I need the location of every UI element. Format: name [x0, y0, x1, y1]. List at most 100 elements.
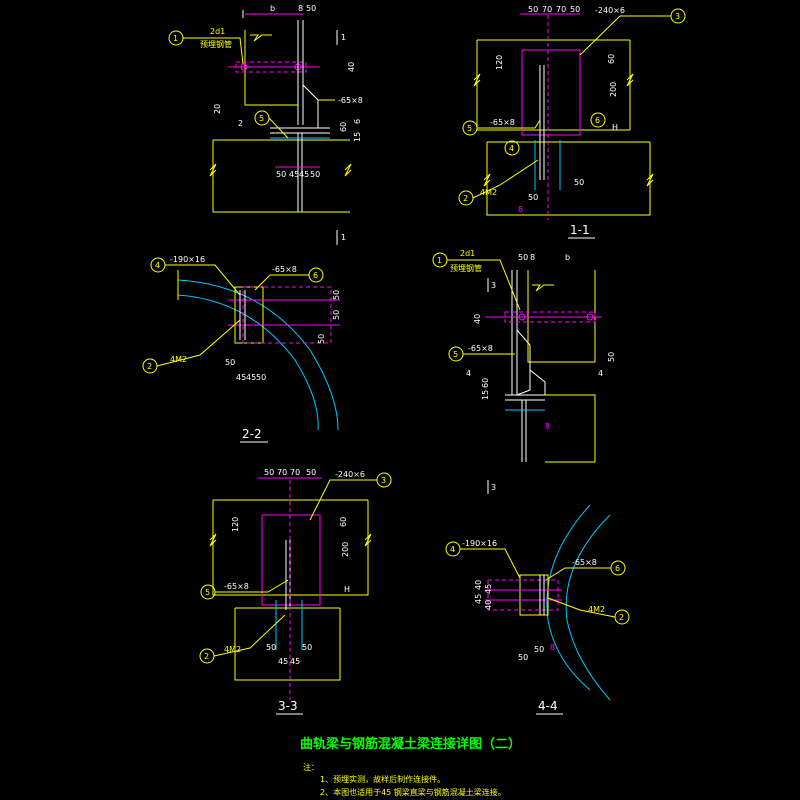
label-2-2-190x16: -190×16 — [170, 255, 205, 264]
dim-4-4-40a: 40 — [474, 580, 483, 590]
dim-15: 15 — [353, 132, 362, 142]
label-1-1-8: 8 — [518, 205, 523, 214]
dim-1-1-50a: 50 — [528, 5, 538, 14]
label-b-embedded-pipe: 预埋钢管 — [450, 263, 482, 273]
dim-1-1-50d: 50 — [574, 178, 584, 187]
callout-2-2-2: 2 — [147, 362, 152, 371]
callout-4-4-4: 4 — [450, 545, 455, 554]
section-1-1: 50 70 70 50 120 60 200 H 50 50 3 -240×6 … — [458, 5, 686, 239]
dim-2-2-45a: 45 — [236, 373, 246, 382]
drawing-title: 曲轨梁与钢筋混凝土梁连接详图（二） — [300, 736, 521, 752]
dim-3-3-50b: 50 — [306, 468, 316, 477]
section-3-3: 50 70 70 50 120 60 200 H 50 45 45 50 3 -… — [199, 468, 392, 715]
dim-50: 50 — [306, 4, 316, 13]
callout-1: 1 — [173, 34, 178, 43]
dim-2-2-45b: 45 — [246, 373, 256, 382]
dim-2-2-50c: 50 — [317, 334, 326, 344]
dim-3-3-H: H — [344, 585, 350, 594]
dim-b-4a: 4 — [466, 369, 471, 378]
dim-20: 20 — [213, 104, 222, 114]
dim-b-4b: 4 — [598, 369, 603, 378]
dim-3-3-45b: 45 — [290, 657, 300, 666]
callout-3-3-3: 3 — [381, 476, 386, 485]
label-4-4-190x16: -190×16 — [462, 539, 497, 548]
callout-4-4-6: 6 — [615, 564, 620, 573]
label-2d1: 2d1 — [210, 27, 225, 36]
section-title-1-1: 1-1 — [570, 223, 590, 237]
label-1-1-240x6: -240×6 — [595, 6, 625, 15]
dim-45a: 45 — [289, 170, 299, 179]
note-1: 1、预埋实测，故样后制作连接件。 — [320, 774, 445, 784]
dim-2-2-50b: 50 — [332, 310, 341, 320]
label-2-2-65x8: -65×8 — [272, 265, 297, 274]
dim-3-3-50d: 50 — [302, 643, 312, 652]
dim-3-3-70b: 70 — [290, 468, 300, 477]
dim-3-3-70a: 70 — [277, 468, 287, 477]
dim-1-1-70b: 70 — [556, 5, 566, 14]
callout-1-1-2: 2 — [463, 194, 468, 203]
dim-1-1-50c: 50 — [528, 193, 538, 202]
dim-3-3-50c: 50 — [266, 643, 276, 652]
dim-3-3-200: 200 — [341, 542, 350, 557]
dim-8: 8 — [298, 4, 303, 13]
dim-b: b — [270, 4, 275, 13]
label-3-3-65x8: -65×8 — [224, 582, 249, 591]
notes-heading: 注： — [303, 762, 319, 772]
label-b-2d1: 2d1 — [460, 249, 475, 258]
dim-1-1-70a: 70 — [542, 5, 552, 14]
label-3-3-240x6: -240×6 — [335, 470, 365, 479]
callout-b-1: 1 — [437, 256, 442, 265]
callout-1-1-6: 6 — [595, 116, 600, 125]
callout-2-2-4: 4 — [155, 261, 160, 270]
dim-4-4-45b: 45 — [484, 584, 493, 594]
label-b-65x8: -65×8 — [468, 344, 493, 353]
section-mark-1-bottom: 1 — [341, 233, 346, 242]
dim-6: 6 — [353, 119, 362, 124]
callout-2-2-6: 6 — [313, 271, 318, 280]
dim-b-40: 40 — [473, 314, 482, 324]
dim-3-3-120: 120 — [231, 517, 240, 532]
dim-1-1-60: 60 — [607, 54, 616, 64]
dim-2: 2 — [238, 119, 243, 128]
dim-45b: 45 — [299, 170, 309, 179]
dim-60: 60 — [339, 122, 348, 132]
dim-b-15: 15 — [481, 390, 490, 400]
note-2: 2、本图也适用于45 钢梁直梁与钢筋混凝土梁连接。 — [320, 787, 506, 797]
dim-b-50b: 50 — [607, 352, 616, 362]
dim-4-4-50b: 50 — [534, 645, 544, 654]
section-4-4: 40 45 45 40 50 50 4 -190×16 6 -65×8 2 4M… — [445, 504, 630, 715]
callout-3-3-2: 2 — [204, 652, 209, 661]
dim-4-4-45a: 45 — [474, 594, 483, 604]
dim-2-2-50a: 50 — [332, 290, 341, 300]
callout-1-1-5: 5 — [467, 124, 472, 133]
section-mark-3-bottom: 3 — [491, 483, 496, 492]
dim-40: 40 — [347, 62, 356, 72]
dim-b-8: 8 — [530, 253, 535, 262]
label-1-1-4m2: 4M2 — [480, 188, 497, 197]
dim-50c: 50 — [310, 170, 320, 179]
label-4-4-65x8: -65×8 — [572, 558, 597, 567]
label-embedded-pipe: 预埋钢管 — [200, 39, 232, 49]
callout-4-4-2: 2 — [619, 613, 624, 622]
callout-5: 5 — [259, 114, 264, 123]
dim-2-2-50d: 50 — [225, 358, 235, 367]
dim-b-60: 60 — [481, 378, 490, 388]
callout-1-1-3: 3 — [675, 12, 680, 21]
elevation-view-b: 50 8 b 40 50 4 4 15 60 3 3 1 2d1 预埋钢管 5 … — [432, 249, 616, 494]
label-4-4-8: 8 — [550, 643, 555, 652]
dim-1-1-50b: 50 — [570, 5, 580, 14]
dim-3-3-45a: 45 — [278, 657, 288, 666]
section-2-2: 50 50 50 50 45 45 50 4 -190×16 6 -65×8 2… — [142, 255, 341, 443]
label-4-4-4m2: 4M2 — [588, 605, 605, 614]
label-3-3-4m2: 4M2 — [224, 645, 241, 654]
dim-4-4-50a: 50 — [518, 653, 528, 662]
label-plate-65x8: -65×8 — [338, 96, 363, 105]
dim-4-4-40b: 40 — [484, 600, 493, 610]
dim-b-50: 50 — [518, 253, 528, 262]
section-title-4-4: 4-4 — [538, 699, 558, 713]
dim-1-1-200: 200 — [609, 82, 618, 97]
dim-1-1-120: 120 — [495, 55, 504, 70]
label-b-8: 8 — [545, 422, 550, 431]
callout-1-1-4: 4 — [509, 144, 514, 153]
